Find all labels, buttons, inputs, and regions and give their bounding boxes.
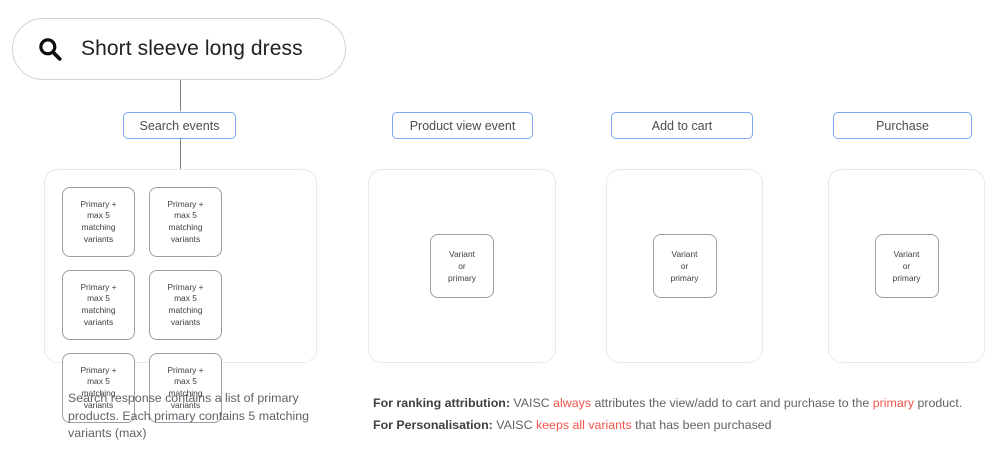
- attribution-captions: For ranking attribution: VAISC always at…: [373, 392, 988, 436]
- primary-card-grid: Primary + max 5 matching variants Primar…: [62, 187, 299, 423]
- primary-card: Primary + max 5 matching variants: [149, 270, 222, 340]
- variant-or-primary-card: Variant or primary: [652, 234, 717, 298]
- product-view-panel: Variant or primary: [368, 169, 556, 363]
- personalisation-highlight-keeps-all-variants: keeps all variants: [535, 418, 632, 433]
- search-icon: [39, 38, 62, 61]
- connector-search-to-events: [180, 80, 181, 111]
- ranking-attribution-part3: product.: [914, 396, 963, 410]
- search-bar[interactable]: Short sleeve long dress: [12, 18, 346, 80]
- primary-card: Primary + max 5 matching variants: [62, 353, 135, 423]
- stage-pill-add-to-cart[interactable]: Add to cart: [611, 112, 753, 139]
- personalisation-line: For Personalisation: VAISC keeps all var…: [373, 414, 988, 436]
- search-results-panel: Primary + max 5 matching variants Primar…: [44, 169, 317, 423]
- add-to-cart-panel: Variant or primary: [606, 169, 763, 363]
- primary-card: Primary + max 5 matching variants: [149, 353, 222, 423]
- primary-card: Primary + max 5 matching variants: [62, 270, 135, 340]
- ranking-attribution-lede: For ranking attribution:: [373, 396, 510, 410]
- personalisation-part1: VAISC: [492, 418, 536, 433]
- search-query-text: Short sleeve long dress: [81, 37, 303, 60]
- stage-pill-search-events[interactable]: Search events: [123, 112, 236, 139]
- stage-pill-purchase[interactable]: Purchase: [833, 112, 972, 139]
- stage-pill-product-view-event[interactable]: Product view event: [392, 112, 533, 139]
- ranking-attribution-part1: VAISC: [509, 396, 554, 410]
- ranking-attribution-highlight-always: always: [553, 396, 592, 410]
- ranking-attribution-highlight-primary: primary: [872, 396, 915, 410]
- primary-card: Primary + max 5 matching variants: [62, 187, 135, 257]
- connector-events-to-results: [180, 139, 181, 170]
- variant-or-primary-card: Variant or primary: [430, 234, 494, 298]
- primary-card: Primary + max 5 matching variants: [149, 187, 222, 257]
- ranking-attribution-part2: attributes the view/add to cart and purc…: [591, 396, 873, 410]
- variant-or-primary-card: Variant or primary: [874, 234, 939, 298]
- ranking-attribution-line: For ranking attribution: VAISC always at…: [373, 392, 988, 414]
- purchase-panel: Variant or primary: [828, 169, 985, 363]
- personalisation-part2: that has been purchased: [631, 418, 772, 433]
- personalisation-lede: For Personalisation:: [373, 418, 493, 433]
- search-response-caption: Search response contains a list of prima…: [68, 391, 310, 441]
